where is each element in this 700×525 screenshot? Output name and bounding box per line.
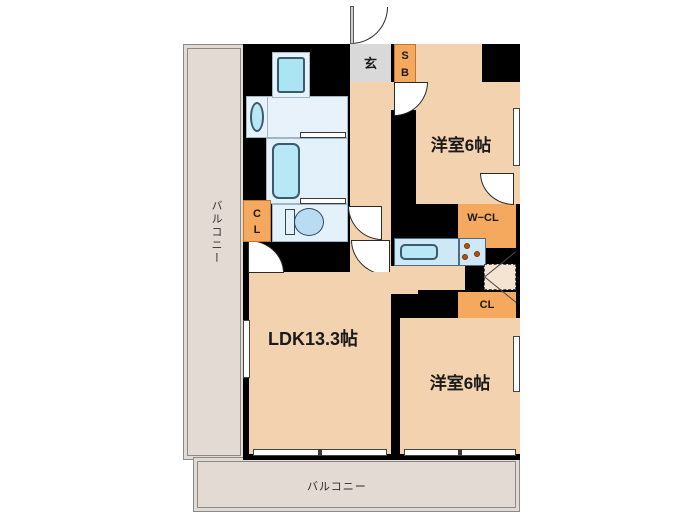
ldk-label: LDK13.3帖 (268, 329, 359, 349)
bathtub-icon (272, 143, 300, 199)
bedroom-2-label: 洋室6帖 (429, 373, 491, 393)
washbasin-icon (250, 102, 264, 132)
genkan-area (350, 44, 391, 82)
bedroom-1-window (513, 108, 520, 166)
bedroom-1-wall-notch (482, 44, 520, 82)
closet-cl-door-marker-left (464, 318, 476, 327)
balcony-left-label: バルコニー (210, 200, 222, 265)
closet-cl-door-marker-right (500, 318, 512, 327)
bedroom-1-label: 洋室6帖 (430, 135, 492, 155)
balcony-bottom-label: バルコニー (307, 481, 367, 493)
ldk-hall-strip (391, 272, 418, 294)
bedroom-2-window-mullion (458, 449, 462, 456)
balcony-left-inner-edge (187, 48, 241, 456)
bedroom-2-side-window (513, 336, 520, 392)
genkan-label: 玄 (363, 55, 377, 71)
stove-divider (458, 238, 460, 266)
ldk-side-window (243, 320, 250, 378)
entrance-door-leaf (350, 6, 354, 44)
stove-burner-icon-2 (474, 251, 480, 257)
closet-cl-bedroom-2-label: CL (479, 299, 495, 311)
ldk-window-mullion (318, 449, 322, 456)
bedroom-2 (400, 318, 520, 454)
closet-cl-hall (243, 200, 271, 242)
washroom-sliding-door (300, 132, 346, 138)
walk-in-closet-label: W−CL (467, 212, 499, 224)
balcony-bottom-inner-edge (197, 461, 516, 508)
stove-burner-icon-3 (462, 254, 468, 260)
bathroom-sliding-door (300, 198, 346, 204)
ldk-room (249, 272, 391, 454)
toilet-icon (294, 208, 324, 236)
kitchen-sink-icon (400, 244, 438, 260)
stove-burner-icon-1 (464, 243, 470, 249)
washing-machine-icon (277, 57, 305, 93)
pipe-shaft-box (484, 264, 516, 290)
